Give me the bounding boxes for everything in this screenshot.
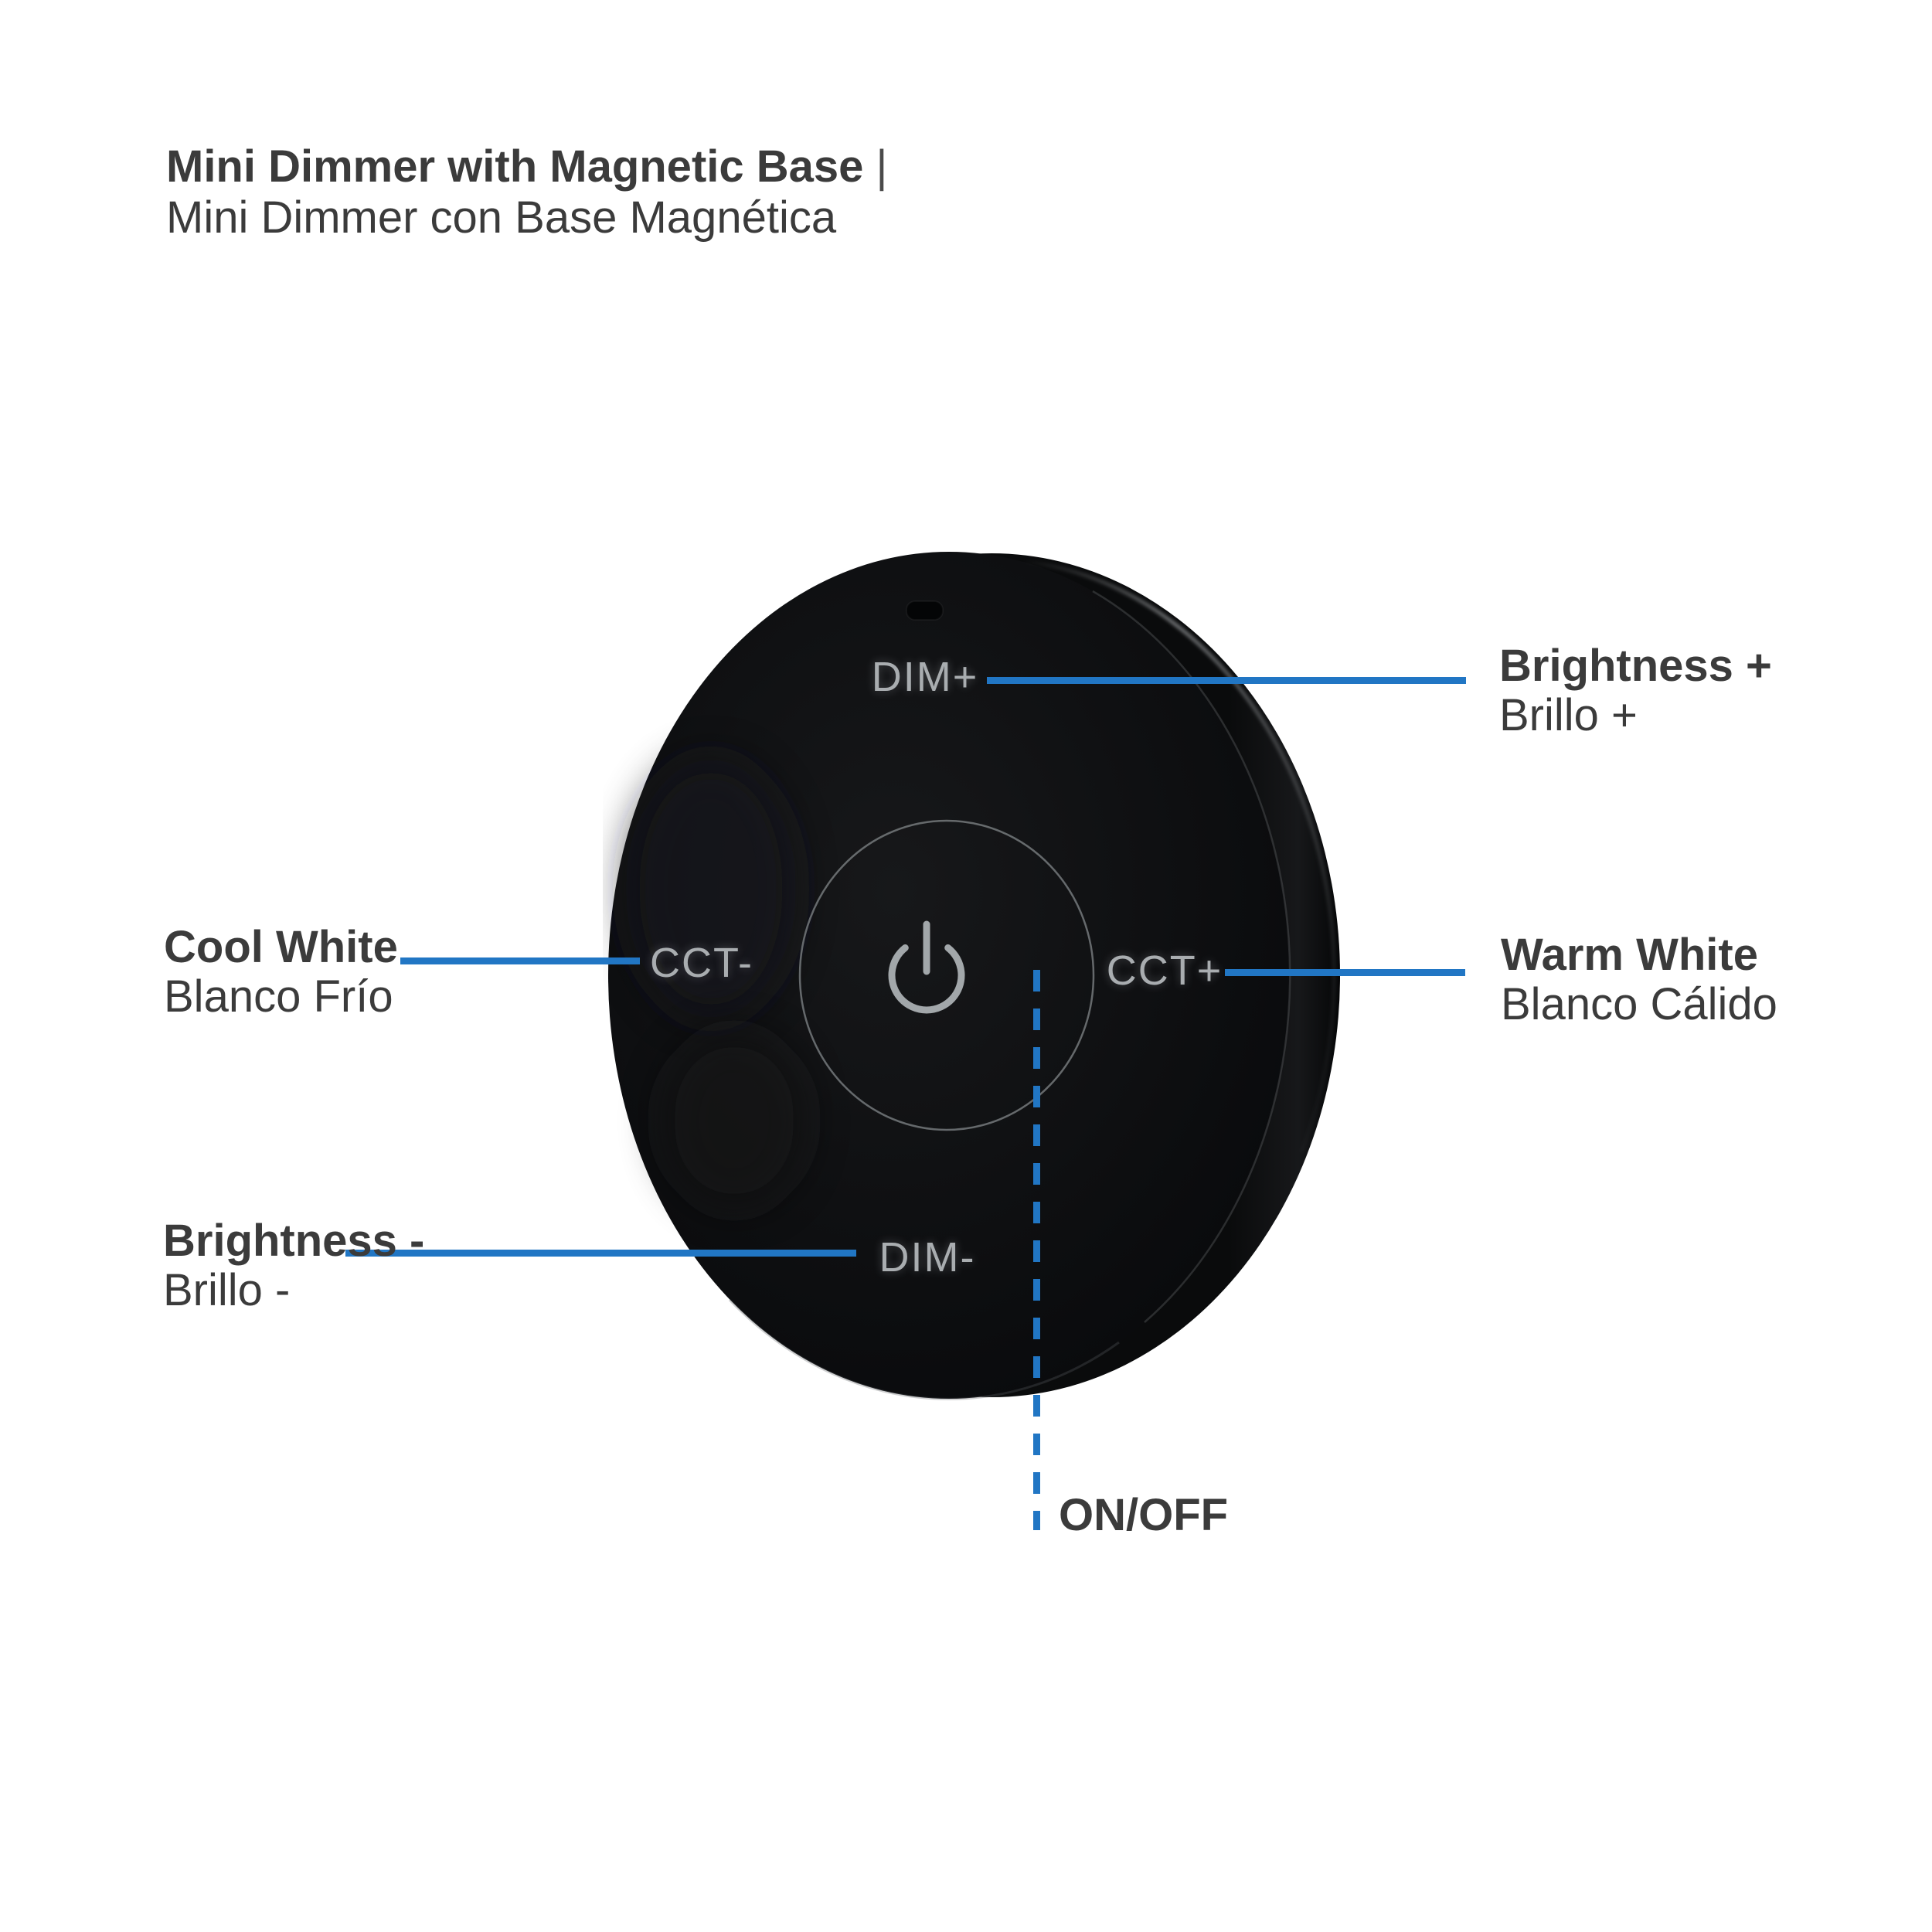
annotation-en: Brightness + <box>1499 641 1772 691</box>
mini-dimmer-device <box>603 549 1345 1402</box>
ir-window <box>906 600 944 621</box>
rim-highlight-arc <box>1019 559 1336 1153</box>
annotation-en: ON/OFF <box>1059 1490 1229 1540</box>
leader-line-cool-white <box>400 957 640 964</box>
device-button-dim-minus: DIM- <box>879 1234 976 1281</box>
face-reflection <box>661 1032 808 1209</box>
annotation-es: Brillo + <box>1499 690 1638 740</box>
leader-line-warm-white <box>1225 969 1465 976</box>
annotation-es: Blanco Cálido <box>1501 979 1777 1029</box>
title-en: Mini Dimmer with Magnetic Base <box>166 141 864 192</box>
title-line-es: Mini Dimmer con Base Magnética <box>166 192 837 243</box>
center-ring <box>798 819 1095 1131</box>
face-reflection <box>626 757 796 1020</box>
annotation-cool-white: Cool White Blanco Frío <box>164 923 398 1022</box>
leader-line-brightness-plus <box>987 677 1466 684</box>
annotation-brightness-minus: Brightness - Brillo - <box>163 1216 424 1315</box>
annotation-en: Brightness - <box>163 1216 425 1266</box>
annotation-en: Warm White <box>1501 930 1758 980</box>
annotation-es: Brillo - <box>163 1265 291 1315</box>
bottom-edge-highlight <box>728 1298 1120 1400</box>
annotation-warm-white: Warm White Blanco Cálido <box>1501 930 1777 1029</box>
device-button-cct-plus: CCT+ <box>1106 947 1223 994</box>
power-icon <box>888 920 965 1014</box>
device-button-cct-minus: CCT- <box>650 940 753 986</box>
leader-line-brightness-minus <box>345 1250 856 1257</box>
face-edge-highlight <box>1092 590 1291 1323</box>
annotation-on-off: ON/OFF <box>1059 1491 1228 1540</box>
device-illustration <box>608 552 1340 1400</box>
device-button-dim-plus: DIM+ <box>871 654 979 700</box>
annotation-en: Cool White <box>164 922 398 972</box>
title-block: Mini Dimmer with Magnetic Base| Mini Dim… <box>166 141 887 243</box>
leader-dashed-line-on-off <box>1033 970 1040 1530</box>
annotation-brightness-plus: Brightness + Brillo + <box>1499 641 1772 740</box>
annotation-es: Blanco Frío <box>164 971 393 1022</box>
title-line-en: Mini Dimmer with Magnetic Base| <box>166 141 887 192</box>
title-separator: | <box>876 141 888 192</box>
